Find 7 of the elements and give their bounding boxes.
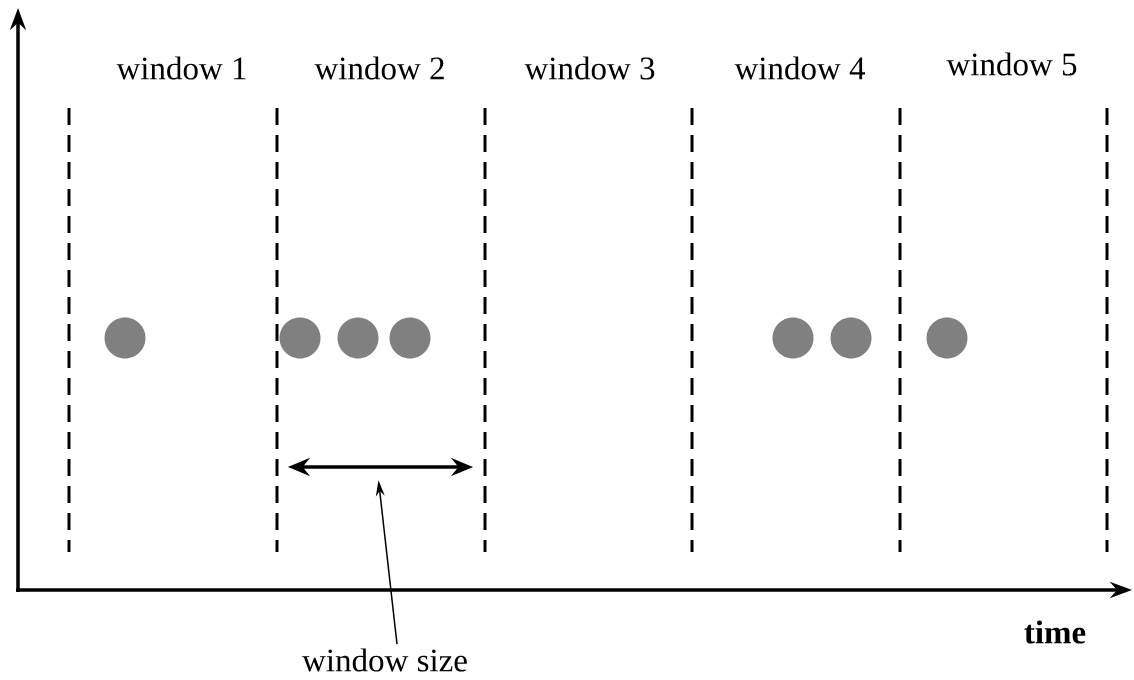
window-label: window 4 [734, 56, 866, 80]
window-label: window 5 [946, 52, 1077, 76]
callout-text: window size [302, 648, 467, 672]
axis-label: time [1024, 620, 1086, 644]
window-label: window 3 [524, 56, 655, 80]
window-label: window 1 [116, 56, 246, 80]
window-label: window 2 [314, 56, 444, 80]
